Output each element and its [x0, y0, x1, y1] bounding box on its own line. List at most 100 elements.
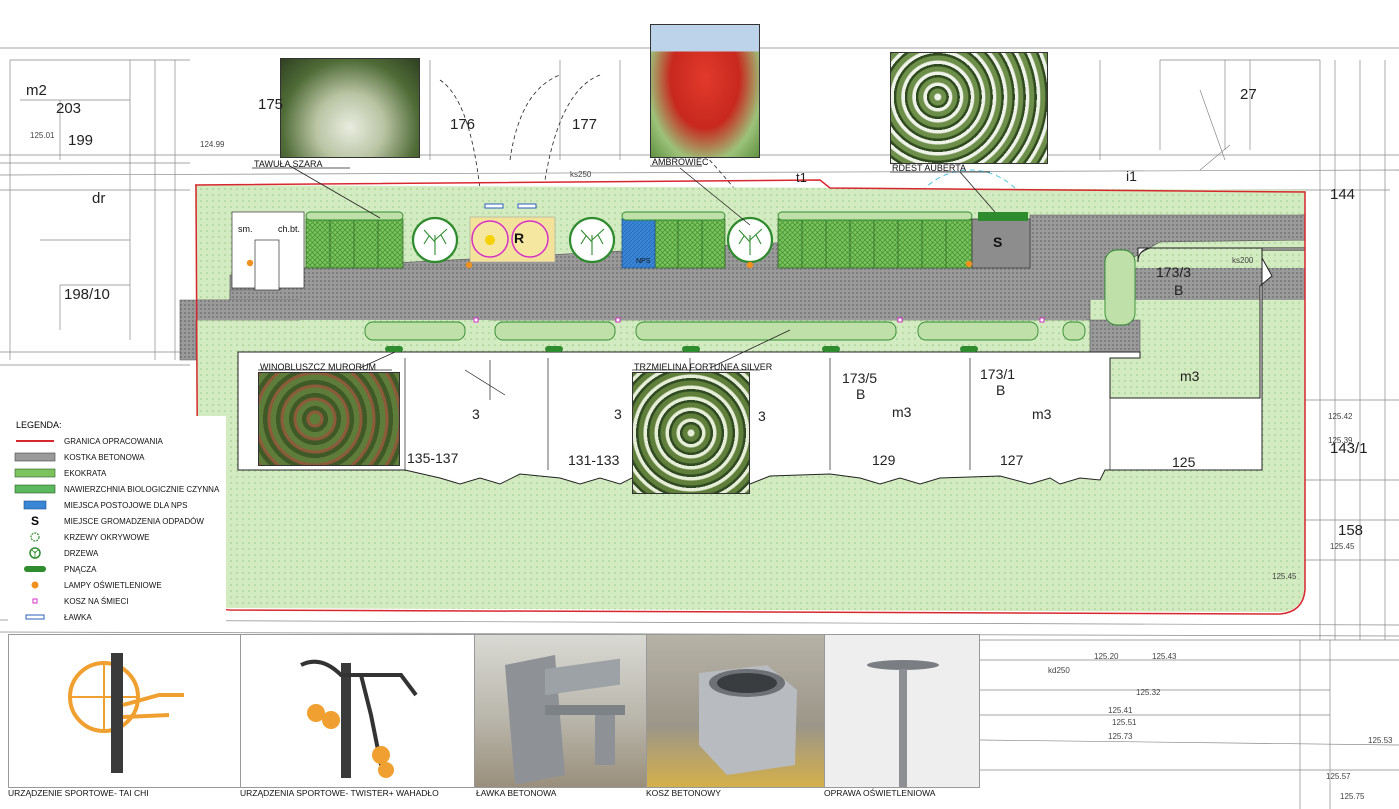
- survey-lines: [0, 47, 1399, 809]
- survey-elev-9: 125.32: [1136, 688, 1161, 697]
- survey-t1: t1: [796, 170, 807, 185]
- label-underlines: [252, 165, 990, 371]
- label-ambrowiec: AMBROWIEC: [652, 157, 709, 167]
- lamp-icon: [14, 580, 56, 590]
- lot-135: 135-137: [407, 450, 459, 466]
- survey-elev-5: 125.73: [1108, 732, 1133, 741]
- legend-label: KOSZ NA ŚMIECI: [64, 596, 129, 606]
- tree-branches: [423, 228, 763, 255]
- photo-winobluszcz: [258, 372, 400, 466]
- survey-elev-4: 125.43: [1152, 652, 1177, 661]
- label-tawula: TAWUŁA SZARA: [254, 159, 323, 169]
- caption-bin: KOSZ BETONOWY: [646, 788, 721, 798]
- panel-lamp: [824, 634, 980, 788]
- twister-illustration: [300, 659, 418, 778]
- waste-s-icon: S: [30, 514, 39, 528]
- bio-surface-swatch-icon: [14, 484, 56, 494]
- climber-marks: [385, 346, 978, 352]
- label-trzmielina: TRZMIELINA FORTUNEA SILVER: [634, 362, 773, 372]
- survey-elev-6: 125.57: [1326, 772, 1351, 781]
- leader-lines: [289, 165, 996, 369]
- survey-176: 176: [450, 116, 476, 133]
- photo-trzmielina: [632, 372, 750, 494]
- yellow-dot: [485, 235, 495, 245]
- lamps: [246, 259, 973, 269]
- legend-label: MIEJSCE GROMADZENIA ODPADÓW: [64, 516, 204, 526]
- lamp-illustration: [867, 660, 939, 787]
- panel-bin: [646, 634, 826, 788]
- nps-bay: [621, 218, 656, 269]
- survey-elev-3: 125.20: [1094, 652, 1119, 661]
- panel-bench: [474, 634, 648, 788]
- waste-area: [971, 218, 1031, 269]
- parcel-173-1: 173/1: [980, 366, 1016, 382]
- use-m3-b: m3: [1032, 406, 1052, 422]
- tai-chi-illustration: [68, 653, 184, 773]
- legend-label: EKOKRATA: [64, 468, 107, 478]
- legend-item-lamps: LAMPY OŚWIETLENIOWE: [14, 578, 162, 592]
- legend-label: KOSTKA BETONOWA: [64, 452, 145, 462]
- marker-chbt: ch.bt.: [278, 224, 301, 234]
- shrub-icon: [14, 532, 56, 542]
- photo-ambrowiec: [650, 24, 760, 158]
- paving-swatch-icon: [14, 452, 56, 462]
- survey-i1: i1: [1126, 168, 1137, 184]
- survey-elev-8: 125.53: [1368, 736, 1393, 745]
- legend-label: NAWIERZCHNIA BIOLOGICZNIE CZYNNA: [64, 484, 220, 494]
- legend-item-shrubs: KRZEWY OKRYWOWE: [14, 530, 150, 544]
- lot-131: 131-133: [568, 452, 620, 468]
- bench-top-2: [517, 203, 537, 209]
- marker-nps: NPS: [636, 258, 651, 265]
- survey-elev-14: 125.45: [1272, 572, 1297, 581]
- lot-125: 125: [1172, 454, 1196, 470]
- survey-27: 27: [1240, 86, 1257, 103]
- caption-twister: URZĄDZENIA SPORTOWE- TWISTER+ WAHADŁO: [240, 788, 439, 798]
- legend-label: PNĄCZA: [64, 564, 97, 574]
- survey-kd250: kd250: [1048, 666, 1070, 675]
- bench-illustration: [505, 655, 625, 785]
- legend-item-bench: ŁAWKA: [14, 610, 92, 624]
- survey-elev-12: 125.42: [1328, 412, 1353, 421]
- survey-ks200: ks200: [1232, 256, 1254, 265]
- survey-175: 175: [258, 96, 284, 113]
- panel-tai-chi: [8, 634, 242, 788]
- legend-label: GRANICA OPRACOWANIA: [64, 436, 163, 446]
- survey-ks250: ks250: [570, 170, 592, 179]
- survey-203: 203: [56, 100, 82, 117]
- survey-elev-11: 125.51: [1112, 718, 1137, 727]
- panel-twister: [240, 634, 476, 788]
- photo-tawula: [280, 58, 420, 158]
- survey-199: 199: [68, 132, 94, 149]
- legend-item-waste: S MIEJSCE GROMADZENIA ODPADÓW: [14, 514, 204, 528]
- legend-item-trees: DRZEWA: [14, 546, 98, 560]
- legend-label: LAMPY OŚWIETLENIOWE: [64, 580, 162, 590]
- use-m3-c: m3: [1180, 368, 1200, 384]
- marker-s: S: [993, 234, 1003, 250]
- legend-item-bins: KOSZ NA ŚMIECI: [14, 594, 128, 608]
- parcel-b-3: B: [1174, 282, 1184, 298]
- legend-item-nps: MIEJSCA POSTOJOWE DLA NPS: [14, 498, 187, 512]
- survey-elev-1: 125.01: [30, 131, 55, 140]
- survey-m2: m2: [26, 82, 47, 99]
- bin-illustration: [699, 665, 797, 775]
- survey-elev-13: 125.39: [1328, 436, 1353, 445]
- survey-elev-10: 125.41: [1108, 706, 1133, 715]
- survey-elev-2: 124.99: [200, 140, 225, 149]
- lot-3-b: 3: [614, 406, 622, 422]
- survey-144: 144: [1330, 186, 1356, 203]
- boundary-line-icon: [14, 436, 56, 446]
- legend: LEGENDA: GRANICA OPRACOWANIA KOSTKA BETO…: [8, 416, 226, 630]
- road-upper-band: [300, 268, 1305, 300]
- survey-elev-7: 125.75: [1340, 792, 1365, 801]
- ecogrid-bays: [305, 218, 973, 269]
- survey-198-10: 198/10: [64, 286, 110, 303]
- legend-item-climbers: PNĄCZA: [14, 562, 96, 576]
- lot-3-c: 3: [758, 408, 766, 424]
- caption-tai-chi: URZĄDZENIE SPORTOWE- TAI CHI: [8, 788, 149, 798]
- caption-lamp: OPRAWA OŚWIETLENIOWA: [824, 788, 936, 798]
- legend-label: KRZEWY OKRYWOWE: [64, 532, 150, 542]
- survey-177: 177: [572, 116, 598, 133]
- lot-129: 129: [872, 452, 896, 468]
- parcel-173-5: 173/5: [842, 370, 878, 386]
- carport-sm-stem: [254, 239, 280, 291]
